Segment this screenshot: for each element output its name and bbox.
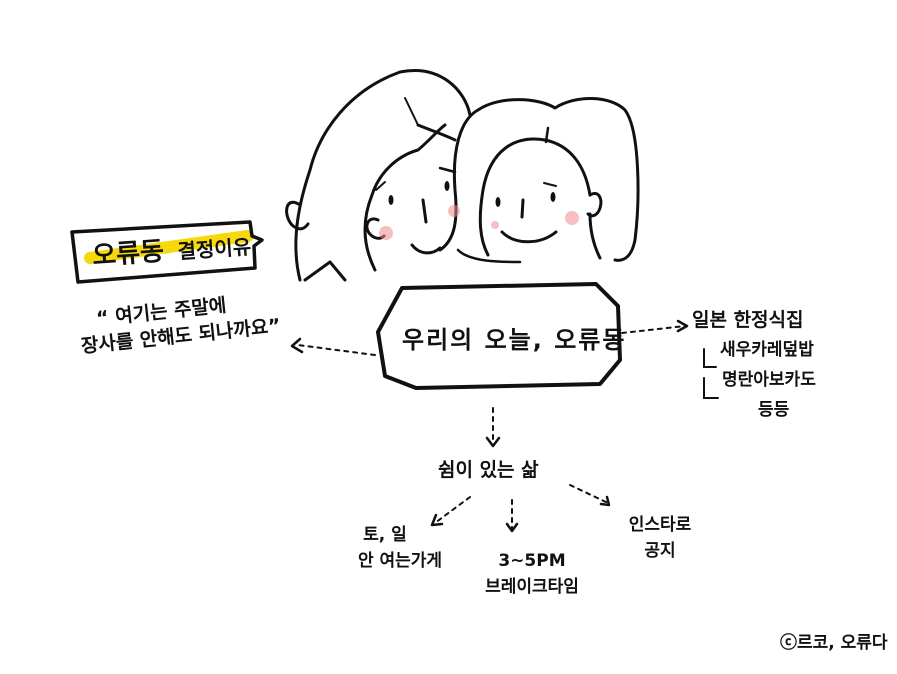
right-branch-item: 명란아보카도 bbox=[722, 365, 816, 395]
center-box-outline bbox=[376, 282, 622, 390]
title-tag-box bbox=[70, 220, 264, 284]
bottom-child-closed-days: 토, 일 안 여는가게 bbox=[340, 522, 460, 574]
title-tag-label: 결정이유 bbox=[176, 234, 252, 264]
bottom-child-line1: 인스타로 bbox=[628, 515, 692, 535]
right-branch-item-text: 명란아보카도 bbox=[722, 370, 816, 390]
connector-arrows bbox=[297, 325, 686, 529]
right-girl-drawing bbox=[438, 97, 640, 264]
arrow-heads bbox=[290, 319, 689, 533]
sub-item-hooks bbox=[703, 348, 719, 399]
right-branch-item: 새우카레덮밥 bbox=[720, 335, 816, 365]
blush-marks bbox=[379, 205, 579, 240]
bottom-branch-title: 쉼이 있는 삶 bbox=[438, 459, 539, 481]
bottom-child-line1: 3~5PM bbox=[498, 551, 566, 571]
title-tag-brand: 오류동 bbox=[91, 236, 166, 272]
copyright-text: ⓒ르코, 오류다 bbox=[780, 633, 888, 653]
bottom-child-line1: 토, 일 bbox=[363, 525, 407, 545]
bottom-child-line2: 안 여는가게 bbox=[357, 551, 443, 571]
right-branch-etc: 등등 bbox=[758, 400, 790, 420]
right-branch-item-text: 새우카레덮밥 bbox=[720, 340, 814, 360]
bottom-child-line2: 브레이크타임 bbox=[485, 577, 579, 597]
right-branch: 일본 한정식집 새우카레덮밥 명란아보카도 등등 bbox=[692, 305, 816, 425]
bottom-child-break-time: 3~5PM 브레이크타임 bbox=[472, 548, 592, 600]
left-girl-drawing bbox=[285, 69, 472, 282]
bottom-child-instagram: 인스타로 공지 bbox=[610, 512, 710, 564]
right-branch-title: 일본 한정식집 bbox=[692, 309, 804, 331]
bottom-child-line2: 공지 bbox=[644, 541, 676, 561]
center-label: 우리의 오늘, 오류동 bbox=[402, 326, 627, 354]
